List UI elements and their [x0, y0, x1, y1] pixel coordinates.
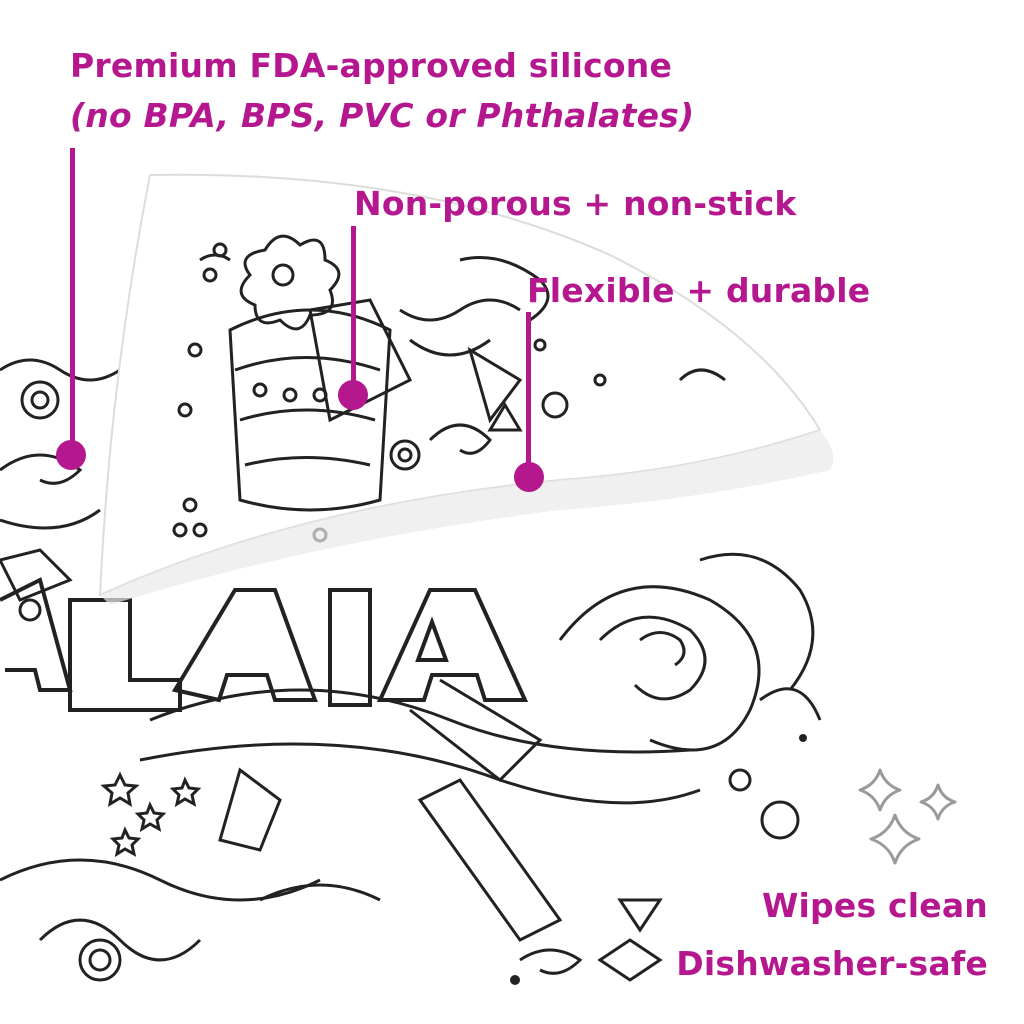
- non-porous-pointer-dot: [338, 380, 368, 410]
- material-pointer-line: [70, 148, 75, 448]
- bottom-mat-art: [0, 358, 822, 982]
- material-title: Premium FDA-approved silicone: [70, 46, 673, 85]
- flexible-pointer-line: [526, 312, 531, 472]
- sparkle-icon: [919, 783, 957, 821]
- non-porous-pointer-line: [351, 226, 356, 386]
- wipes-clean-label: Wipes clean: [761, 886, 988, 925]
- material-pointer-dot: [56, 440, 86, 470]
- sparkle-icon: [858, 768, 902, 812]
- non-porous-label: Non-porous + non-stick: [354, 184, 797, 223]
- flexible-pointer-dot: [514, 462, 544, 492]
- sparkle-icon: [869, 813, 921, 865]
- curled-mat: [98, 173, 834, 605]
- dishwasher-safe-label: Dishwasher-safe: [676, 944, 988, 983]
- material-subtitle: (no BPA, BPS, PVC or Phthalates): [70, 96, 695, 135]
- flexible-label: Flexible + durable: [527, 271, 871, 310]
